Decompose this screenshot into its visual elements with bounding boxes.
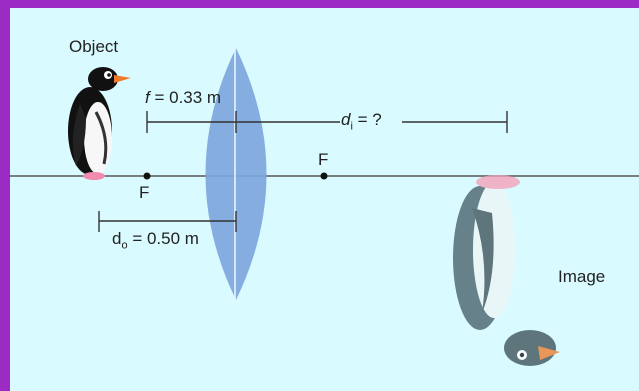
object-distance-label: do = 0.50 m — [109, 230, 202, 252]
image-penguin — [453, 175, 560, 366]
focal-length-marker — [146, 111, 340, 133]
object-distance-marker — [98, 211, 237, 232]
focal-point-right — [320, 172, 328, 180]
image-distance-label: di = ? — [341, 110, 382, 133]
object-penguin — [68, 67, 131, 180]
focal-length-label: f = 0.33 m — [145, 88, 222, 107]
diagram-panel: Object Image F F f = 0.33 m do = 0.50 m … — [10, 8, 639, 391]
image-label: Image — [558, 267, 606, 286]
converging-lens — [205, 48, 267, 300]
image-distance-marker — [402, 111, 508, 133]
object-label: Object — [69, 37, 119, 56]
lens-diagram — [10, 48, 639, 366]
focal-point-left — [143, 172, 151, 180]
focal-point-right-label: F — [318, 150, 329, 169]
focal-point-left-label: F — [139, 183, 150, 202]
